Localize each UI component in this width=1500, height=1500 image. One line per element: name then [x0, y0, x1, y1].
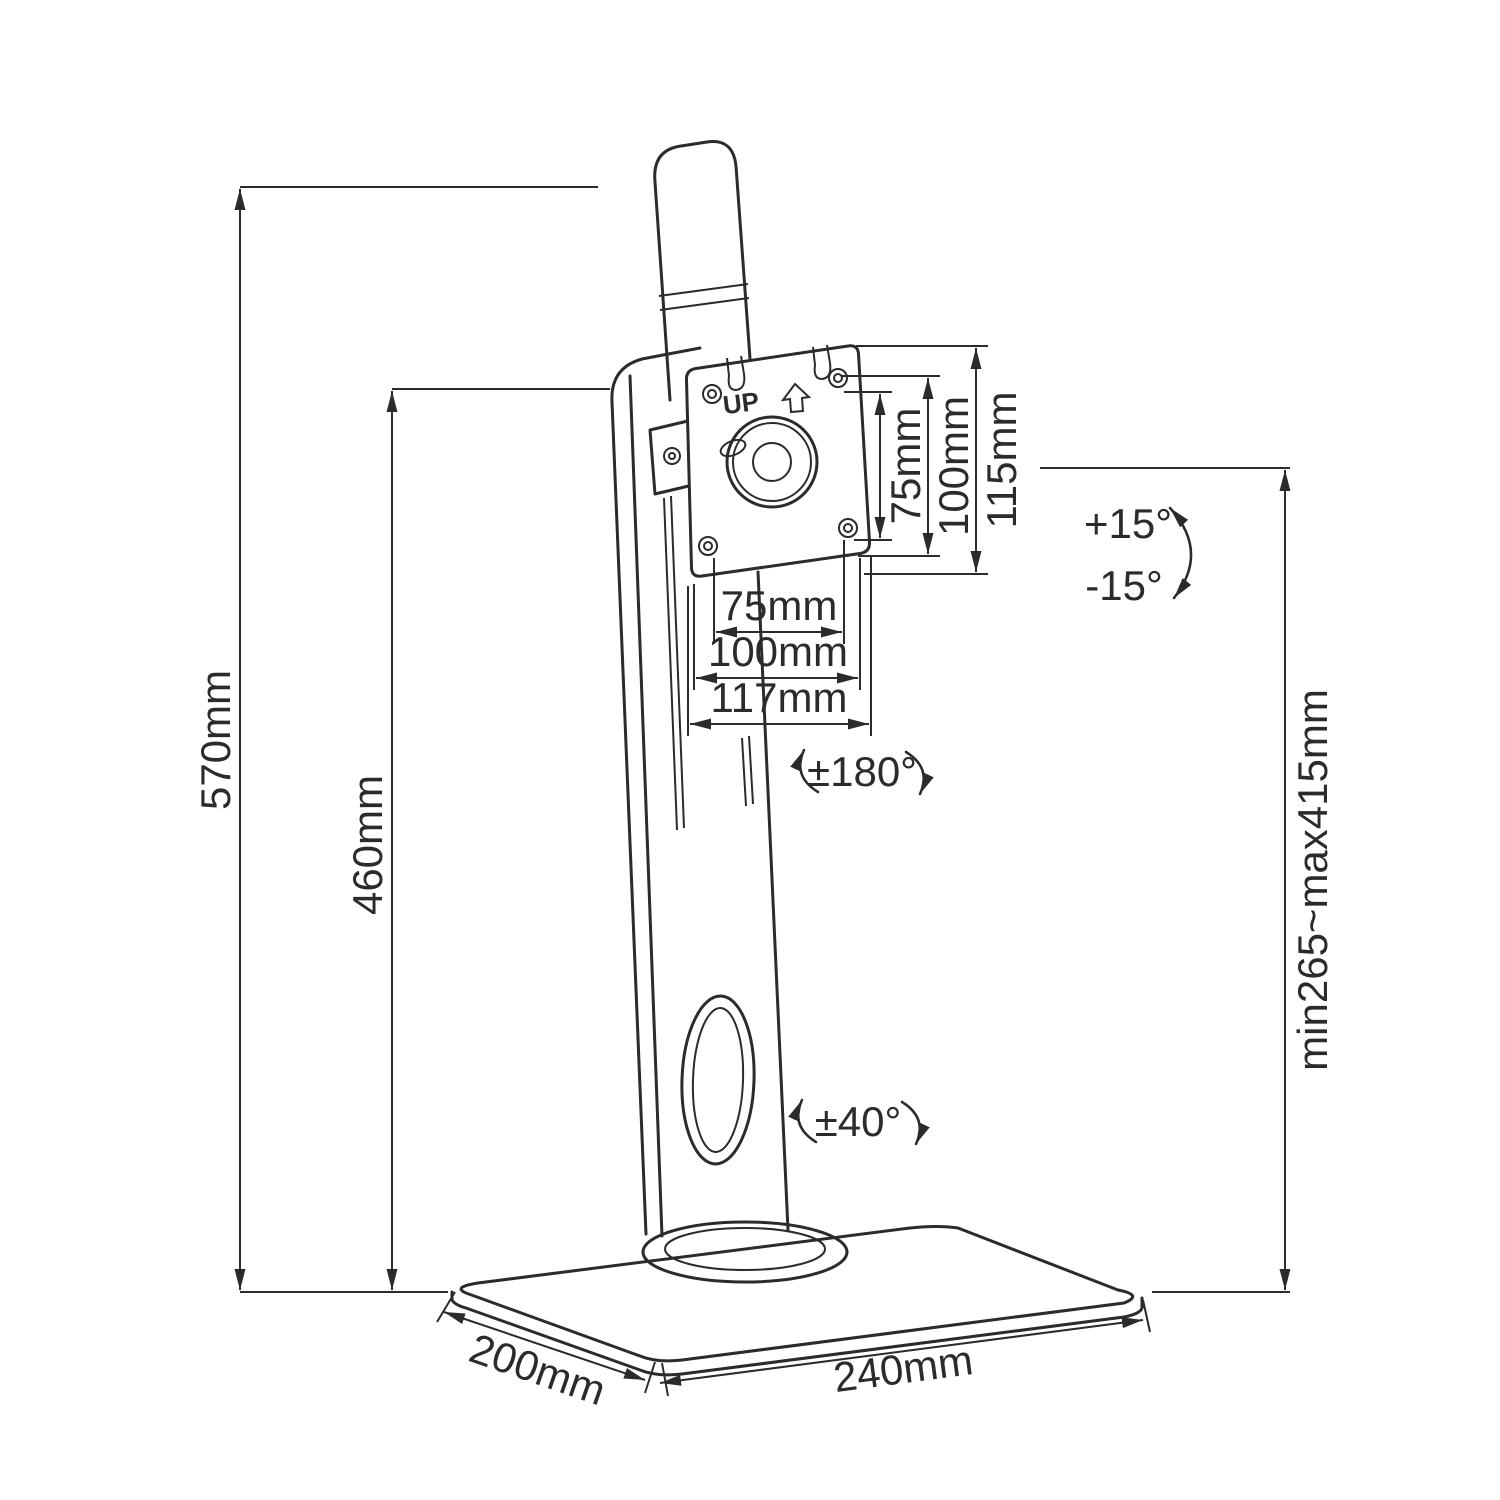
vesa-hole-bottom-left	[698, 536, 718, 556]
keyhole-slot-left	[726, 355, 746, 392]
dim-h100-label: 100mm	[708, 628, 848, 675]
column-left-inner-edge	[628, 374, 664, 1238]
vesa-hole-top-left-inner	[707, 389, 717, 399]
dim-200-line	[443, 1311, 646, 1381]
rail-line-left	[663, 497, 678, 831]
dim-vesa-h100: 100mm	[693, 558, 861, 690]
vesa-plate-outline	[684, 344, 872, 578]
dim-range-label: min265~max415mm	[1289, 689, 1336, 1071]
rotation-arc-left	[788, 1098, 818, 1144]
dim-height-range: min265~max415mm	[1040, 467, 1336, 1293]
dim-240-ext-left	[661, 1362, 669, 1397]
cable-cutout-inner	[691, 1007, 745, 1153]
swivel-arc-left	[790, 748, 820, 794]
dim-460-label: 460mm	[344, 775, 391, 915]
vesa-hole-bottom-left-inner	[703, 541, 713, 551]
hub-ring-mid	[732, 422, 812, 502]
dim-570-label: 570mm	[192, 670, 239, 810]
base-thickness-edge	[450, 1290, 1144, 1377]
dim-plate-v115: 115mm	[856, 345, 1025, 575]
swivel-label: ±180°	[807, 748, 917, 795]
cable-cutout-outer	[680, 994, 756, 1166]
vesa-plate: UP	[684, 344, 872, 578]
dim-v75-label: 75mm	[882, 408, 929, 525]
clamp-screw-outer	[663, 447, 681, 465]
angle-swivel: ±180°	[790, 748, 934, 796]
vesa-hole-top-left	[702, 384, 722, 404]
base-plate	[459, 1225, 1135, 1363]
dim-h75-label: 75mm	[721, 582, 838, 629]
dim-vesa-v75: 75mm	[844, 391, 929, 541]
dim-240-label: 240mm	[831, 1336, 976, 1401]
up-arrow-icon	[780, 382, 812, 414]
up-label: UP	[721, 386, 761, 420]
rotation-arc-right	[900, 1100, 930, 1146]
handle-detail-line-1	[658, 283, 749, 297]
tension-lever	[719, 438, 747, 458]
dim-base-width: 240mm	[659, 1299, 1151, 1401]
dim-column-height: 460mm	[344, 388, 610, 1290]
angle-tilt: +15° -15°	[1084, 500, 1193, 609]
dim-240-ext-right	[1142, 1299, 1151, 1333]
tilt-up-label: +15°	[1084, 500, 1172, 547]
column-left-top	[610, 346, 702, 404]
keyhole-slot-right	[812, 344, 832, 381]
vesa-hole-top-right-inner	[833, 373, 843, 383]
column-left-edge	[610, 400, 648, 1236]
stand-drawing: UP	[450, 140, 1144, 1377]
angle-base-rotation: ±40°	[788, 1098, 930, 1146]
dim-v115-label: 115mm	[978, 392, 1025, 529]
hub-ring-outer	[725, 415, 819, 509]
dim-200-ext-left	[436, 1291, 456, 1323]
tilt-arc	[1168, 506, 1193, 600]
swivel-arc-right	[904, 750, 934, 796]
rotation-label: ±40°	[815, 1098, 902, 1145]
rail-line-right	[741, 737, 747, 807]
tilt-down-label: -15°	[1085, 562, 1163, 609]
cable-cutout	[680, 994, 756, 1166]
hub-bore	[752, 442, 792, 482]
rail-line-left-2	[670, 495, 685, 829]
dim-vesa-h75: 75mm	[713, 540, 845, 644]
vesa-hole-top-right	[828, 368, 848, 388]
column-collar-inner	[664, 1227, 826, 1271]
dim-200-ext-right	[644, 1361, 656, 1394]
dim-vesa-v100: 100mm	[842, 375, 977, 557]
dim-240-line	[659, 1317, 1144, 1386]
rail-line-right-2	[748, 735, 754, 805]
handle-outline	[653, 140, 755, 402]
column-collar-outer	[641, 1220, 849, 1284]
dim-h117-label: 117mm	[711, 674, 848, 721]
vesa-hole-bottom-right	[838, 518, 858, 538]
dim-plate-h117: 117mm	[687, 556, 872, 736]
dim-v100-label: 100mm	[930, 396, 977, 536]
vesa-hole-bottom-right-inner	[843, 523, 853, 533]
clamp-screw-inner	[668, 452, 676, 460]
dim-overall-height: 570mm	[192, 186, 598, 1293]
handle-detail-line-2	[659, 297, 750, 311]
